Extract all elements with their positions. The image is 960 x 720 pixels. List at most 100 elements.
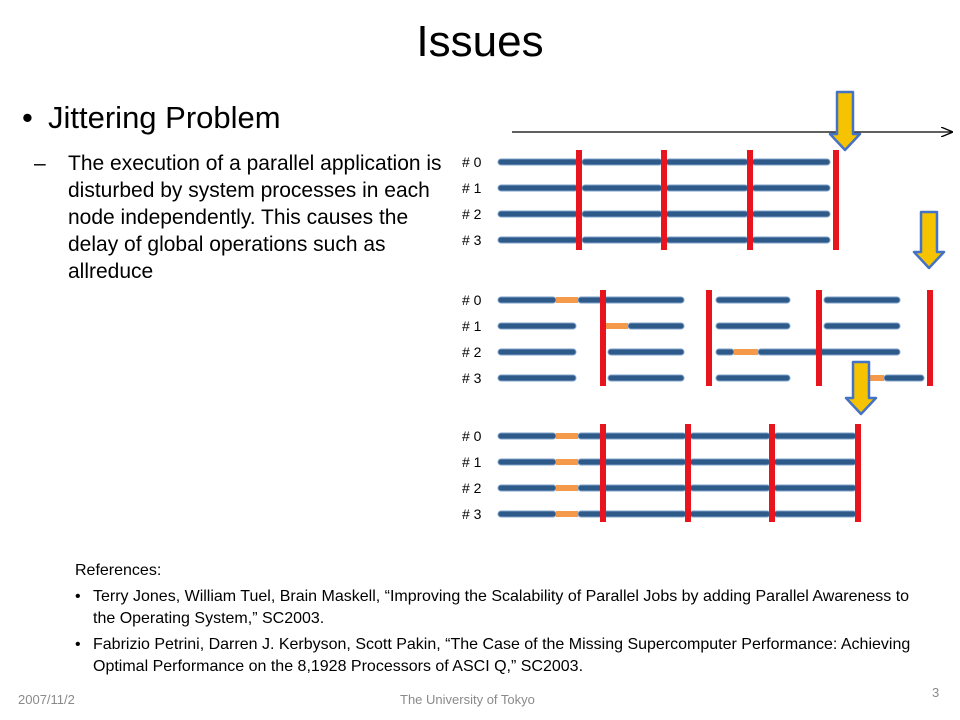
sync-barrier <box>769 424 775 522</box>
execution-bar <box>665 236 749 244</box>
execution-bar <box>577 296 685 304</box>
execution-bar <box>497 322 577 330</box>
execution-bar <box>773 432 857 440</box>
execution-bar <box>497 210 579 218</box>
execution-bar <box>581 236 663 244</box>
jitter-segment <box>556 459 578 465</box>
main-bullet-text: Jittering Problem <box>48 100 281 135</box>
execution-bar <box>497 432 557 440</box>
reference-item: • Fabrizio Petrini, Darren J. Kerbyson, … <box>75 634 915 678</box>
execution-bar <box>773 458 857 466</box>
sync-barrier <box>685 424 691 522</box>
node-label: # 0 <box>462 428 482 444</box>
references: References: • Terry Jones, William Tuel,… <box>75 560 915 682</box>
sub-bullet-text: The execution of a parallel application … <box>68 152 442 283</box>
execution-bar <box>497 458 557 466</box>
sync-barrier <box>747 150 753 250</box>
reference-text: Fabrizio Petrini, Darren J. Kerbyson, Sc… <box>93 636 911 675</box>
sync-barrier <box>576 150 582 250</box>
execution-bar <box>581 210 663 218</box>
node-label: # 3 <box>462 370 482 386</box>
sync-barrier <box>833 150 839 250</box>
references-heading: References: <box>75 562 162 579</box>
page-number: 3 <box>932 685 940 700</box>
node-label: # 0 <box>462 154 482 170</box>
execution-bar <box>689 432 771 440</box>
main-bullet: • Jittering Problem <box>22 98 281 138</box>
sub-bullet-marker: – <box>34 152 46 175</box>
jitter-segments <box>556 297 884 517</box>
execution-bar <box>689 484 771 492</box>
node-label: # 2 <box>462 480 482 496</box>
node-labels: # 0# 1# 2# 3# 0# 1# 2# 3# 0# 1# 2# 3 <box>462 154 482 522</box>
reference-marker: • <box>75 636 81 653</box>
execution-bar <box>715 374 791 382</box>
execution-bar <box>883 374 925 382</box>
execution-bar <box>751 158 831 166</box>
execution-bar <box>715 348 735 356</box>
jitter-segment <box>556 297 578 303</box>
execution-bar <box>497 374 577 382</box>
execution-bar <box>689 458 771 466</box>
jitter-segment <box>606 323 628 329</box>
node-label: # 1 <box>462 180 482 196</box>
sync-barrier <box>927 290 933 386</box>
execution-bar <box>497 484 557 492</box>
execution-bar <box>823 322 901 330</box>
completion-arrow <box>844 360 878 416</box>
execution-bar <box>497 296 557 304</box>
node-label: # 0 <box>462 292 482 308</box>
completion-arrows <box>828 90 946 416</box>
execution-bar <box>577 510 687 518</box>
execution-bar <box>497 510 557 518</box>
execution-bar <box>607 374 685 382</box>
execution-bar <box>577 484 687 492</box>
execution-bar <box>689 510 771 518</box>
execution-bar <box>627 322 685 330</box>
jitter-segment <box>734 349 758 355</box>
jitter-segment <box>556 433 578 439</box>
execution-bar <box>715 322 791 330</box>
sync-barrier <box>600 424 606 522</box>
execution-bar <box>751 236 831 244</box>
footer-organization: The University of Tokyo <box>400 692 535 707</box>
execution-bar <box>773 510 857 518</box>
bullet-marker: • <box>22 100 33 135</box>
execution-bar <box>773 484 857 492</box>
sync-barrier <box>706 290 712 386</box>
sync-barrier <box>661 150 667 250</box>
execution-bar <box>665 210 749 218</box>
execution-bars <box>497 158 925 518</box>
execution-bar <box>665 184 749 192</box>
execution-bar <box>497 158 579 166</box>
execution-bar <box>751 210 831 218</box>
execution-bar <box>751 184 831 192</box>
reference-item: • Terry Jones, William Tuel, Brain Maske… <box>75 586 915 630</box>
completion-arrow <box>828 90 862 152</box>
node-label: # 3 <box>462 506 482 522</box>
jitter-segment <box>866 375 884 381</box>
reference-marker: • <box>75 588 81 605</box>
execution-bar <box>607 348 685 356</box>
slide-title: Issues <box>416 17 544 66</box>
completion-arrow <box>912 210 946 270</box>
node-label: # 2 <box>462 344 482 360</box>
execution-bar <box>497 236 579 244</box>
execution-bar <box>665 158 749 166</box>
node-label: # 1 <box>462 318 482 334</box>
reference-text: Terry Jones, William Tuel, Brain Maskell… <box>93 588 910 627</box>
execution-bar <box>823 296 901 304</box>
sync-barrier <box>855 424 861 522</box>
execution-bar <box>581 158 663 166</box>
execution-bar <box>497 184 579 192</box>
footer-date: 2007/11/2 <box>18 692 75 707</box>
node-label: # 3 <box>462 232 482 248</box>
jitter-segment <box>556 485 578 491</box>
execution-bar <box>497 348 577 356</box>
execution-bar <box>577 458 687 466</box>
jitter-segment <box>556 511 578 517</box>
execution-bar <box>715 296 791 304</box>
node-label: # 2 <box>462 206 482 222</box>
sync-barrier <box>600 290 606 386</box>
